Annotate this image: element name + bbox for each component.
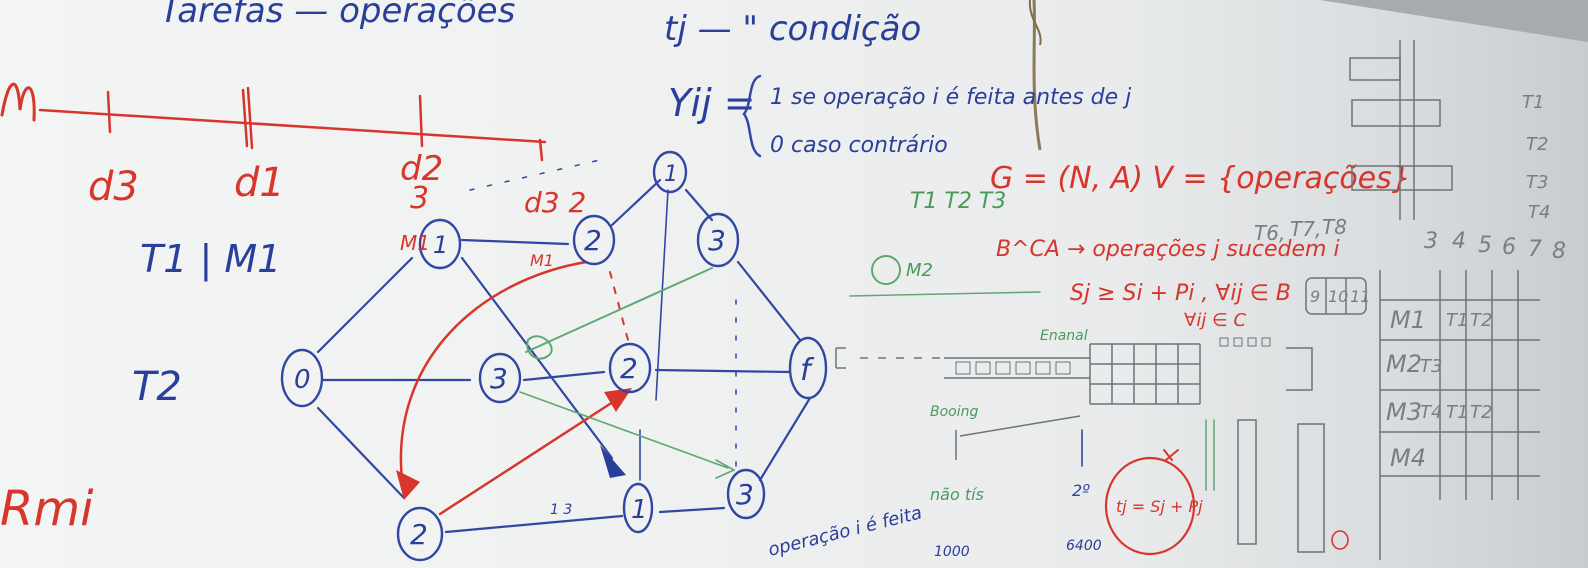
tj-line: tj — " condição [664, 9, 921, 49]
yij-case-2: 0 caso contrário [770, 133, 948, 158]
right-t3: T3 [1526, 172, 1548, 193]
right-t4: T4 [1528, 202, 1550, 223]
gantt-header-5: 5 [1478, 233, 1492, 258]
node-mid-2: 2 [620, 352, 638, 385]
node-tag-bottom: 1 3 [550, 502, 572, 518]
red-timeline [0, 82, 547, 162]
node-top-3: 3 [708, 224, 726, 257]
node-mid-3: 3 [490, 362, 508, 395]
yij-symbol: Yij = [668, 81, 756, 125]
m-note: M2 [906, 260, 933, 281]
node-tag-d3-2: d3 2 [524, 186, 586, 219]
node-origin: 0 [294, 365, 311, 395]
label-booing: Booing [930, 404, 978, 420]
node-top-2: 2 [584, 224, 602, 257]
node-end-f: f [800, 353, 815, 388]
board-frame-edge [1320, 0, 1588, 42]
graph-nodes [280, 150, 828, 562]
gantt-cell-4: T4 [1420, 402, 1442, 423]
bottom-note-5: 1000 [934, 544, 970, 560]
task2-label: T2 [132, 364, 182, 410]
gantt-row-m2: M2 [1386, 350, 1422, 378]
label-enanal: Enanal [1040, 328, 1088, 344]
bottom-note-4: 6400 [1066, 538, 1102, 554]
gantt-cell-3: T3 [1420, 356, 1442, 377]
node-bottom-3: 3 [736, 478, 754, 511]
gantt-row-m1: M1 [1390, 306, 1426, 334]
gantt-header-7: 7 [1528, 237, 1542, 262]
timeline-mark-3: 3 [410, 181, 429, 216]
constraint-line-2: ∀ij ∈ C [1184, 310, 1246, 331]
hanging-cord [1032, 0, 1042, 151]
node-top-1: 1 [433, 231, 448, 259]
node-bottom-1: 1 [631, 495, 648, 525]
formula-tj: tj = Sj + Pj [1116, 497, 1203, 516]
timeline-mark-d2: d2 [400, 149, 443, 189]
timeline-mark-d1: d1 [234, 160, 285, 206]
task1-label: T1 | M1 [140, 237, 281, 282]
schedule-t7: T7, [1290, 217, 1321, 241]
bottom-note-2: não tís [930, 485, 984, 504]
m-circle [871, 255, 901, 285]
bottom-note-3: 2º [1072, 481, 1090, 500]
timeline-mark-d3: d3 [88, 164, 139, 210]
gantt-cell-6: T2 [1470, 402, 1492, 423]
t-list: T1 T2 T3 [910, 189, 1006, 214]
formula-circle [1104, 456, 1196, 556]
bottom-note-1: operação i é feita [766, 502, 924, 561]
red-note-bottom-left: Rmi [0, 481, 94, 537]
b-definition: B^CA → operações j sucedem i [996, 237, 1340, 262]
gantt-cell-5: T1 [1446, 402, 1468, 423]
gantt-cell-2: T2 [1470, 310, 1492, 331]
box-9: 9 [1310, 287, 1320, 306]
schedule-t8: T8 [1322, 215, 1347, 239]
header-tarefas: Tarefas — operações [160, 0, 515, 31]
gantt-cell-1: T1 [1446, 310, 1468, 331]
box-11: 11 [1350, 287, 1370, 306]
box-10: 10 [1328, 287, 1348, 306]
node-peak-1: 1 [664, 162, 678, 187]
constraint-line: Sj ≥ Si + Pi , ∀ij ∈ B [1070, 281, 1291, 306]
right-t1: T1 [1522, 92, 1544, 113]
node-tag-m1-mid: M1 [530, 251, 554, 270]
red-circle-small [1331, 530, 1349, 550]
right-t2: T2 [1526, 134, 1548, 155]
node-bottom-2: 2 [410, 518, 428, 551]
gantt-row-m3: M3 [1386, 398, 1422, 426]
gantt-header-6: 6 [1502, 235, 1516, 260]
gantt-header-3: 3 [1424, 229, 1438, 254]
gantt-header-8: 8 [1552, 239, 1566, 264]
right-gantt-grid [1237, 40, 1540, 560]
gantt-header-4: 4 [1452, 229, 1466, 254]
yij-case-1: 1 se operação i é feita antes de j [770, 85, 1132, 110]
graph-edges [316, 159, 812, 534]
graph-definition: G = (N, A) V = {operações} [990, 161, 1411, 196]
node-tag-m1-left: M1 [400, 231, 430, 255]
gantt-row-m4: M4 [1390, 444, 1426, 472]
schedule-t6: T6, [1254, 221, 1285, 245]
gray-sketches [835, 337, 1313, 460]
yij-brace [742, 74, 762, 158]
